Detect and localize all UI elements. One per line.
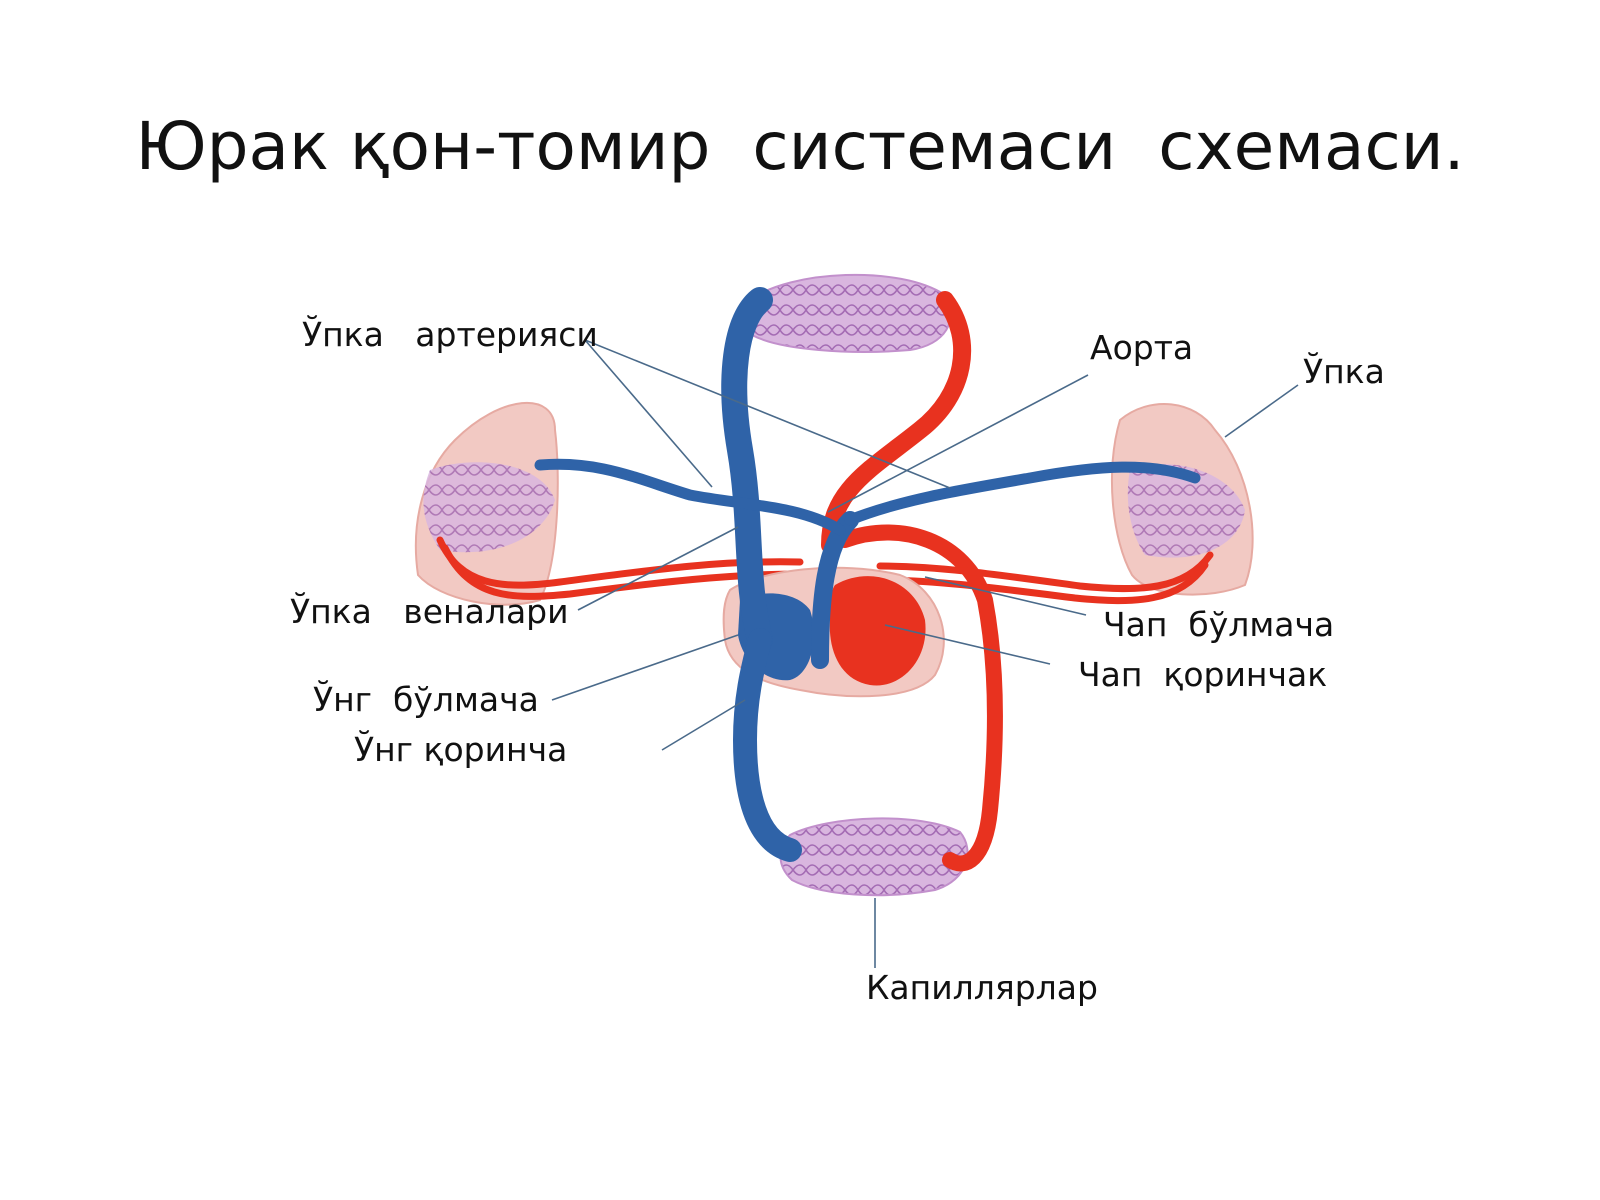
label-aorta: Аорта bbox=[1090, 328, 1194, 367]
upper-capillary-bed bbox=[742, 273, 952, 353]
left-lung bbox=[414, 401, 559, 606]
veins bbox=[534, 287, 1201, 862]
label-pulmonary-veins: Ўпка веналари bbox=[290, 592, 569, 631]
label-left-atrium: Чап бўлмача bbox=[1103, 605, 1335, 644]
leader-lines bbox=[551, 339, 1299, 968]
label-right-atrium: Ўнг бўлмача bbox=[313, 680, 539, 719]
label-left-ventricle: Чап қоринчак bbox=[1078, 655, 1328, 694]
label-pulmonary-artery: Ўпка артерияси bbox=[302, 315, 598, 354]
page-title: Юрак қон-томир системаси схемаси. bbox=[135, 108, 1465, 185]
label-right-ventricle: Ўнг қоринча bbox=[354, 730, 568, 769]
label-lung: Ўпка bbox=[1303, 352, 1385, 391]
label-capillaries: Капиллярлар bbox=[866, 968, 1098, 1007]
right-lung bbox=[1110, 403, 1254, 596]
lower-capillary-bed bbox=[779, 817, 969, 897]
heart bbox=[722, 566, 945, 698]
